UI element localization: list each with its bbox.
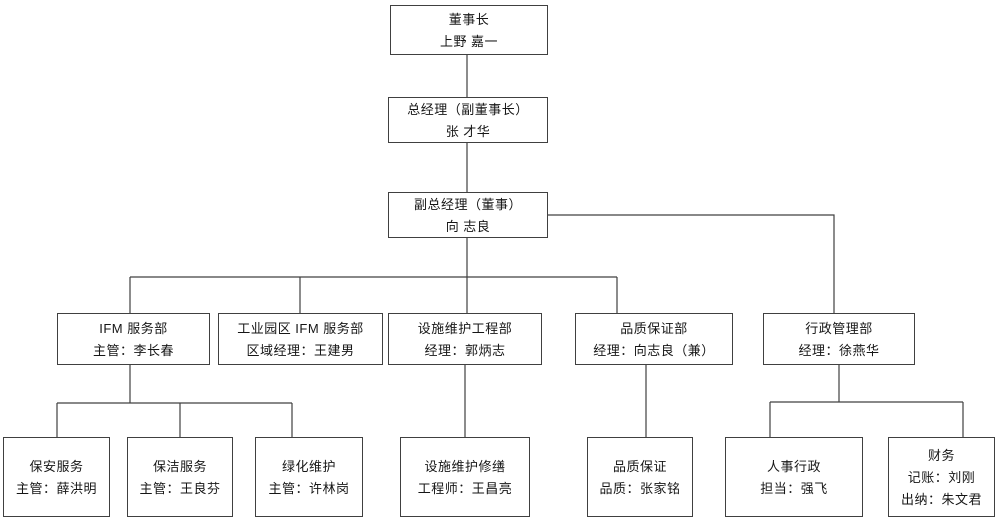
node-person: 经理：徐燕华 bbox=[798, 342, 880, 358]
node-title: 保洁服务 bbox=[152, 458, 207, 474]
node-title: 总经理（副董事长） bbox=[407, 101, 529, 117]
node-title: 工业园区 IFM 服务部 bbox=[237, 320, 364, 336]
org-node-cleaning-service: 保洁服务 主管：王良芬 bbox=[127, 437, 233, 517]
node-person: 工程师：王昌亮 bbox=[417, 480, 513, 496]
node-title: 保安服务 bbox=[29, 458, 84, 474]
node-person: 经理：郭炳志 bbox=[424, 342, 506, 358]
node-person: 经理：向志良（兼） bbox=[593, 342, 715, 358]
node-title: 财务 bbox=[927, 447, 955, 463]
node-title: 绿化维护 bbox=[281, 458, 336, 474]
org-node-general-manager: 总经理（副董事长） 张 才华 bbox=[388, 97, 548, 143]
node-person: 向 志良 bbox=[445, 218, 491, 234]
org-node-administration-dept: 行政管理部 经理：徐燕华 bbox=[763, 313, 915, 365]
org-node-chairman: 董事长 上野 嘉一 bbox=[390, 5, 548, 55]
node-title: IFM 服务部 bbox=[99, 320, 168, 336]
node-title: 董事长 bbox=[448, 11, 490, 27]
node-title: 品质保证 bbox=[612, 458, 667, 474]
org-node-quality-assurance-dept: 品质保证部 经理：向志良（兼） bbox=[575, 313, 733, 365]
node-title: 行政管理部 bbox=[805, 320, 873, 336]
node-person: 上野 嘉一 bbox=[439, 33, 499, 49]
org-node-hr-admin: 人事行政 担当：强飞 bbox=[725, 437, 863, 517]
node-title: 品质保证部 bbox=[620, 320, 688, 336]
org-node-facility-repair: 设施维护修缮 工程师：王昌亮 bbox=[400, 437, 530, 517]
org-node-quality-assurance: 品质保证 品质：张家铭 bbox=[587, 437, 693, 517]
node-person: 品质：张家铭 bbox=[599, 480, 681, 496]
org-node-security-service: 保安服务 主管：薛洪明 bbox=[3, 437, 110, 517]
node-person: 主管：薛洪明 bbox=[15, 480, 97, 496]
node-person: 张 才华 bbox=[445, 123, 491, 139]
node-person-secondary: 出纳：朱文君 bbox=[900, 491, 982, 507]
node-title: 设施维护修缮 bbox=[424, 458, 506, 474]
node-person: 主管：李长春 bbox=[92, 342, 174, 358]
node-title: 人事行政 bbox=[766, 458, 821, 474]
node-person: 担当：强飞 bbox=[760, 480, 828, 496]
node-person: 主管：王良芬 bbox=[139, 480, 221, 496]
node-person: 主管：许林岗 bbox=[268, 480, 350, 496]
org-node-ifm-service-dept: IFM 服务部 主管：李长春 bbox=[57, 313, 210, 365]
org-node-greening-maintenance: 绿化维护 主管：许林岗 bbox=[255, 437, 363, 517]
node-title: 设施维护工程部 bbox=[417, 320, 513, 336]
node-person: 记账：刘刚 bbox=[907, 469, 976, 485]
node-person: 区域经理：王建男 bbox=[246, 342, 355, 358]
org-node-deputy-general-manager: 副总经理（董事） 向 志良 bbox=[388, 192, 548, 238]
org-node-facility-engineering-dept: 设施维护工程部 经理：郭炳志 bbox=[388, 313, 542, 365]
node-title: 副总经理（董事） bbox=[413, 196, 522, 212]
org-node-park-ifm-service-dept: 工业园区 IFM 服务部 区域经理：王建男 bbox=[218, 313, 383, 365]
org-node-finance: 财务 记账：刘刚 出纳：朱文君 bbox=[888, 437, 995, 517]
